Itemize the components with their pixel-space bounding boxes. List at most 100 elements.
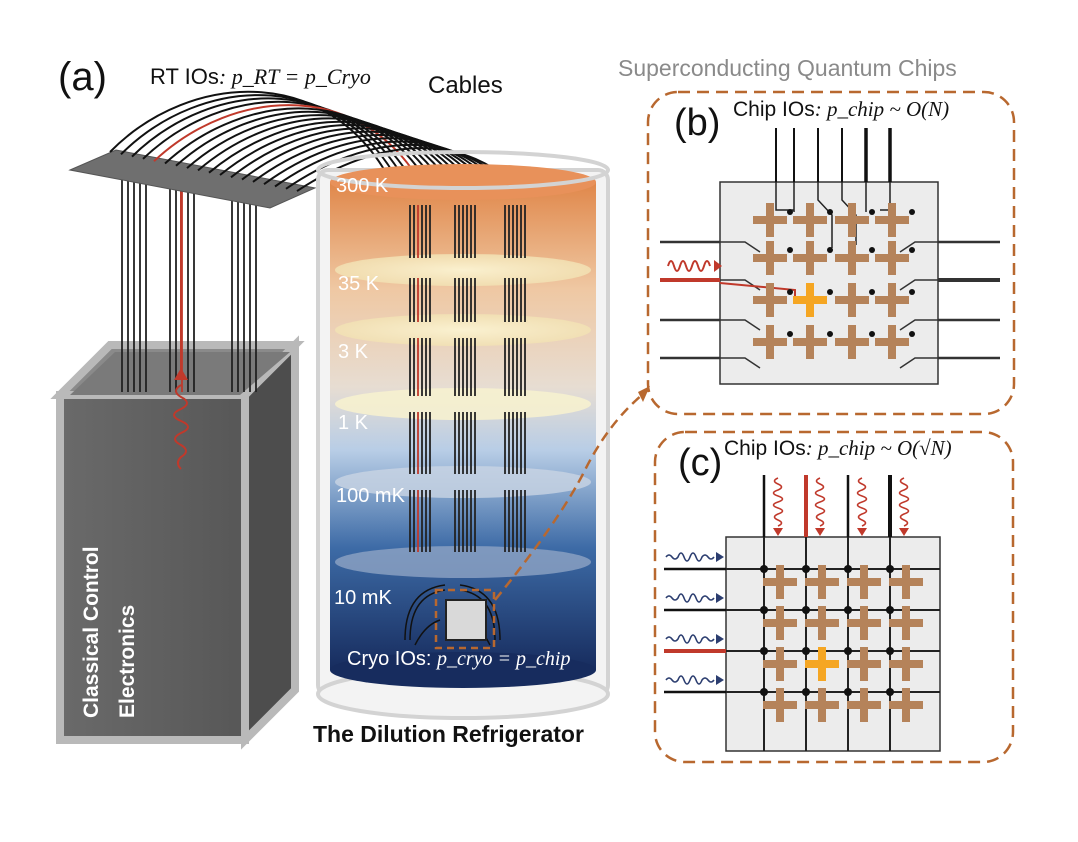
panel-c-frame bbox=[653, 430, 1015, 764]
chip-b-lead bbox=[817, 182, 833, 248]
chip-b-qubit-contact bbox=[869, 331, 875, 337]
chip-b-qubit-contact bbox=[787, 209, 793, 215]
rt-ios-prefix: RT IOs bbox=[150, 64, 219, 89]
chip-c-junction bbox=[802, 565, 810, 573]
electronics-label-line2: Electronics bbox=[116, 605, 139, 718]
box-wire-bundle bbox=[121, 173, 257, 392]
cable bbox=[120, 94, 407, 197]
chip-c-left-pulse-arrow bbox=[716, 675, 724, 685]
chip-c-top-pulse bbox=[772, 477, 784, 527]
panel-b-ios-prefix: Chip IOs bbox=[733, 98, 815, 121]
fridge-title: The Dilution Refrigerator bbox=[313, 721, 584, 747]
chip-b-qubit-contact bbox=[827, 289, 833, 295]
chip-c-junction bbox=[760, 606, 768, 614]
zoom-arrow bbox=[494, 389, 649, 601]
chip-c-left-pulse bbox=[665, 634, 715, 644]
chip-b-pulse-arrow bbox=[714, 260, 722, 272]
fridge-wire-bundle bbox=[409, 205, 526, 552]
stage-labels: 300 K 35 K 3 K 1 K 100 mK 10 mK bbox=[334, 175, 406, 609]
chip-c-junction bbox=[802, 647, 810, 655]
panel-c-label: (c) bbox=[678, 442, 722, 484]
chip-b-qubit-contact bbox=[787, 331, 793, 337]
chip-b-qubit-contact bbox=[909, 209, 915, 215]
stage-label-1k: 1 K bbox=[338, 412, 369, 434]
chip-c-top-pulse bbox=[856, 477, 868, 527]
chip-c-top-pulse-arrow bbox=[773, 528, 783, 536]
panel-a-label: (a) bbox=[58, 55, 107, 99]
cryo-ios-formula: p_cryo = p_chip bbox=[435, 648, 570, 670]
chip-b-qubit-contact bbox=[827, 247, 833, 253]
chip-b-qubit-contact bbox=[909, 247, 915, 253]
stage-label-35k: 35 K bbox=[338, 273, 380, 295]
chip-c-junction bbox=[886, 565, 894, 573]
chip-c-junction bbox=[760, 688, 768, 696]
cable bbox=[164, 107, 437, 197]
chip-c-left-pulse-arrow bbox=[716, 593, 724, 603]
stage-label-3k: 3 K bbox=[338, 341, 369, 363]
cryo-ios-prefix: Cryo IOs: bbox=[347, 648, 437, 670]
chip-c-top-pulse-arrow bbox=[899, 528, 909, 536]
chip-b-left-lead bbox=[720, 319, 761, 331]
panel-c-qubit-grid bbox=[664, 475, 940, 751]
panel-c-ios-prefix: Chip IOs bbox=[724, 437, 806, 460]
stage-discs bbox=[335, 254, 591, 578]
chip-c-junction bbox=[760, 647, 768, 655]
cable bbox=[219, 124, 474, 197]
chip-c-top-pulse-arrow bbox=[815, 528, 825, 536]
chip-b-qubit-contact bbox=[827, 209, 833, 215]
cable bbox=[109, 90, 399, 197]
chip-c-top-pulse-arrow bbox=[857, 528, 867, 536]
panel-c-ios-label: Chip IOs: p_chip ~ O(√N) bbox=[724, 436, 952, 460]
classical-control-electronics-box bbox=[50, 335, 305, 750]
chip-b-qubit-contact bbox=[869, 247, 875, 253]
chip-c-junction bbox=[844, 565, 852, 573]
panel-b-chip bbox=[719, 181, 939, 385]
chip-b-qubit-contact bbox=[827, 331, 833, 337]
chip-c-junction bbox=[802, 606, 810, 614]
chip-b-qubit-contact bbox=[787, 289, 793, 295]
chip-b-qubit-contact bbox=[909, 331, 915, 337]
cables-label: Cables bbox=[428, 72, 503, 99]
zoom-arrow-head bbox=[638, 386, 650, 402]
chip-c-top-pulse bbox=[898, 477, 910, 527]
stage-label-300k: 300 K bbox=[336, 175, 389, 197]
chips-title: Superconducting Quantum Chips bbox=[618, 55, 957, 81]
panel-b-frame bbox=[646, 90, 1016, 416]
chip-b-right-lead bbox=[899, 319, 938, 331]
chip-b-qubit-contact bbox=[787, 247, 793, 253]
cable bbox=[208, 120, 467, 197]
chip-c-left-pulse bbox=[665, 675, 715, 685]
chip-b-pulse bbox=[667, 260, 711, 272]
chip-b-right-lead bbox=[899, 357, 938, 369]
electronics-label-line1: Classical Control bbox=[80, 546, 103, 718]
fridge-chip bbox=[404, 584, 501, 650]
rt-ios-label: RT IOs: p_RT = p_Cryo bbox=[150, 64, 371, 89]
rt-ios-formula: : p_RT = p_Cryo bbox=[219, 64, 371, 89]
chip-b-qubit-contact bbox=[869, 209, 875, 215]
panel-b-label: (b) bbox=[674, 102, 720, 144]
chip-b-left-lead bbox=[720, 357, 761, 369]
chip-c-junction bbox=[886, 688, 894, 696]
chip-c-junction bbox=[844, 688, 852, 696]
cable bbox=[175, 110, 444, 197]
chip-c-junction bbox=[844, 647, 852, 655]
chip-c-left-pulse bbox=[665, 552, 715, 562]
control-pulse-signal bbox=[173, 180, 189, 470]
chip-c-junction bbox=[886, 606, 894, 614]
chip-b-right-lead bbox=[899, 279, 938, 291]
rt-io-plate bbox=[68, 149, 317, 209]
panel-c-ios-formula: : p_chip ~ O(√N) bbox=[806, 436, 952, 460]
cable bbox=[186, 114, 452, 197]
chip-c-junction bbox=[802, 688, 810, 696]
chip-b-right-lead bbox=[899, 241, 938, 253]
chip-c-left-pulse-arrow bbox=[716, 552, 724, 562]
cable bbox=[197, 117, 459, 197]
panel-b-qubit-grid bbox=[660, 128, 1000, 369]
chip-b-qubit-contact bbox=[909, 289, 915, 295]
cryo-ios-label: Cryo IOs: p_cryo = p_chip bbox=[347, 648, 570, 670]
chip-c-top-pulse bbox=[814, 477, 826, 527]
chip-c-junction bbox=[886, 647, 894, 655]
chip-c-junction bbox=[760, 565, 768, 573]
